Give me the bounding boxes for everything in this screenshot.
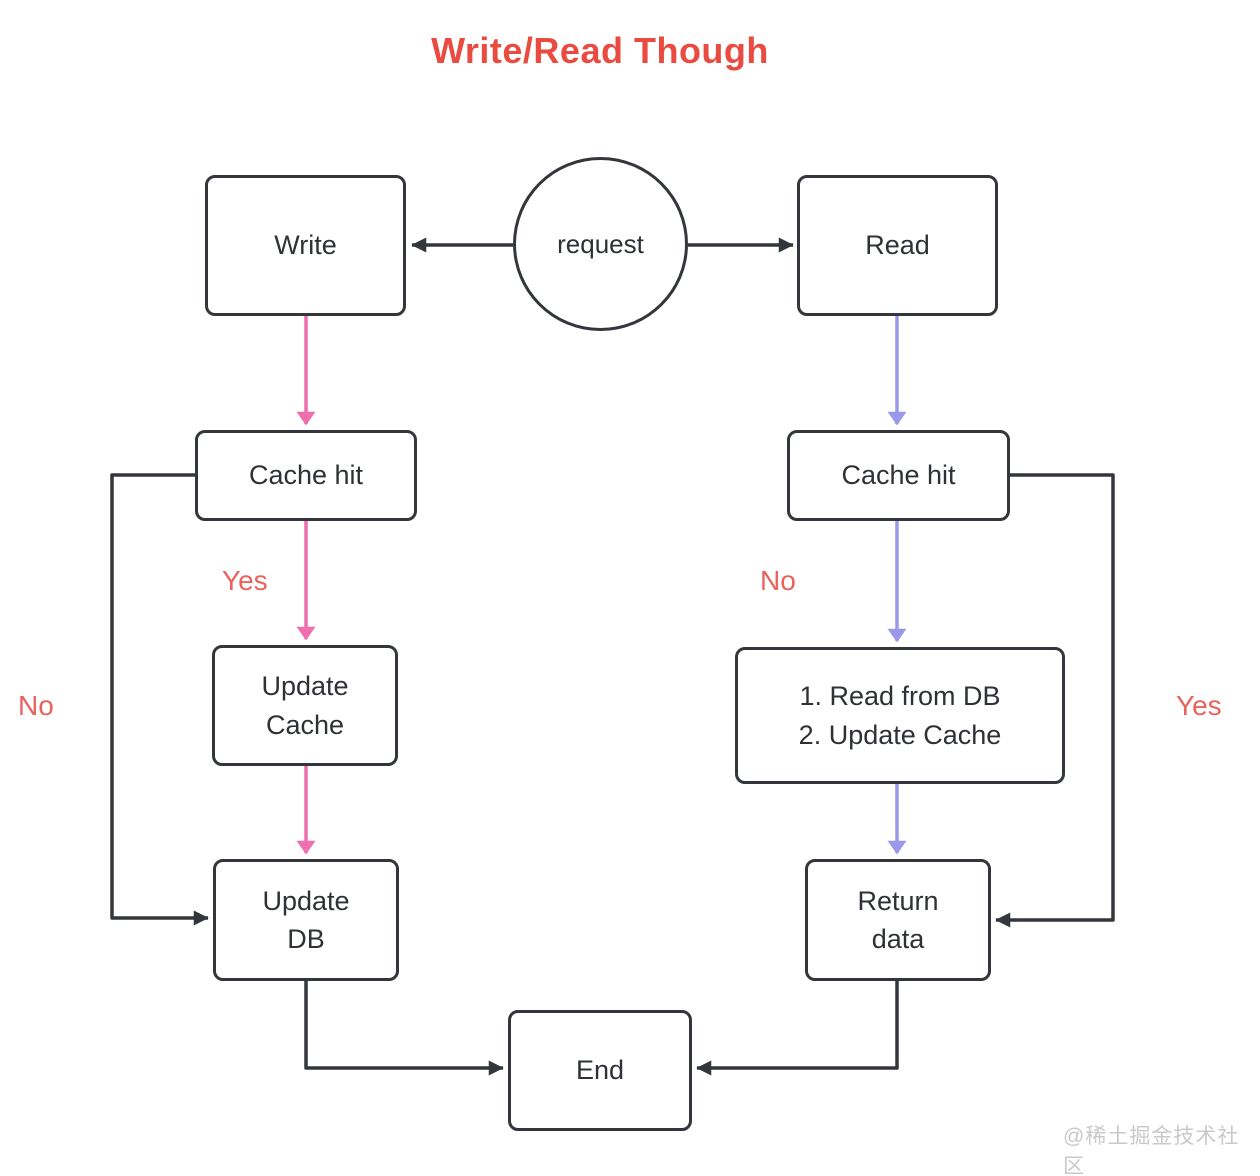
node-cache-hit-read-label: Cache hit xyxy=(841,460,956,491)
node-update-cache-line2: Cache xyxy=(265,709,345,740)
node-update-db: Update DB xyxy=(213,859,399,981)
edge-cachehit-left-no-to-updatedb xyxy=(110,473,209,926)
edge-label-no-write-path: No xyxy=(18,690,54,721)
edge-label-no-read-path: No xyxy=(760,565,796,596)
node-return-data: Return data xyxy=(805,859,991,981)
node-read: Read xyxy=(797,175,998,316)
node-cache-hit-write-label: Cache hit xyxy=(248,460,364,491)
edge-updatedb-to-end xyxy=(304,981,504,1076)
node-write-label: Write xyxy=(274,230,337,261)
watermark: @稀土掘金技术社区 xyxy=(1063,1125,1240,1176)
node-update-cache: Update Cache xyxy=(212,645,398,766)
node-read-label: Read xyxy=(865,230,930,261)
node-cache-hit-read: Cache hit xyxy=(787,430,1010,521)
edge-label-yes-read-path: Yes xyxy=(1176,690,1222,721)
node-update-db-line2: DB xyxy=(287,924,325,954)
node-read-from-db-line1: 1. Read from DB xyxy=(799,681,1001,712)
node-request-label: request xyxy=(557,228,644,259)
edge-label-yes-write-path: Yes xyxy=(222,565,268,596)
node-return-data-line1: Return xyxy=(857,885,939,916)
node-end: End xyxy=(508,1010,692,1131)
edge-returndata-to-end xyxy=(696,981,899,1076)
node-update-cache-line1: Update xyxy=(261,671,349,702)
diagram-title: Write/Read Though xyxy=(431,30,769,71)
node-write: Write xyxy=(205,175,406,316)
node-cache-hit-write: Cache hit xyxy=(195,430,417,521)
node-return-data-line2: data xyxy=(871,924,925,954)
node-read-from-db: 1. Read from DB 2. Update Cache xyxy=(735,647,1065,784)
node-read-from-db-line2: 2. Update Cache xyxy=(798,719,1002,750)
node-end-label: End xyxy=(575,1055,625,1086)
edge-cachehit-right-yes-to-returndata xyxy=(995,473,1115,928)
node-update-db-line1: Update xyxy=(262,885,350,916)
node-request: request xyxy=(513,157,688,331)
